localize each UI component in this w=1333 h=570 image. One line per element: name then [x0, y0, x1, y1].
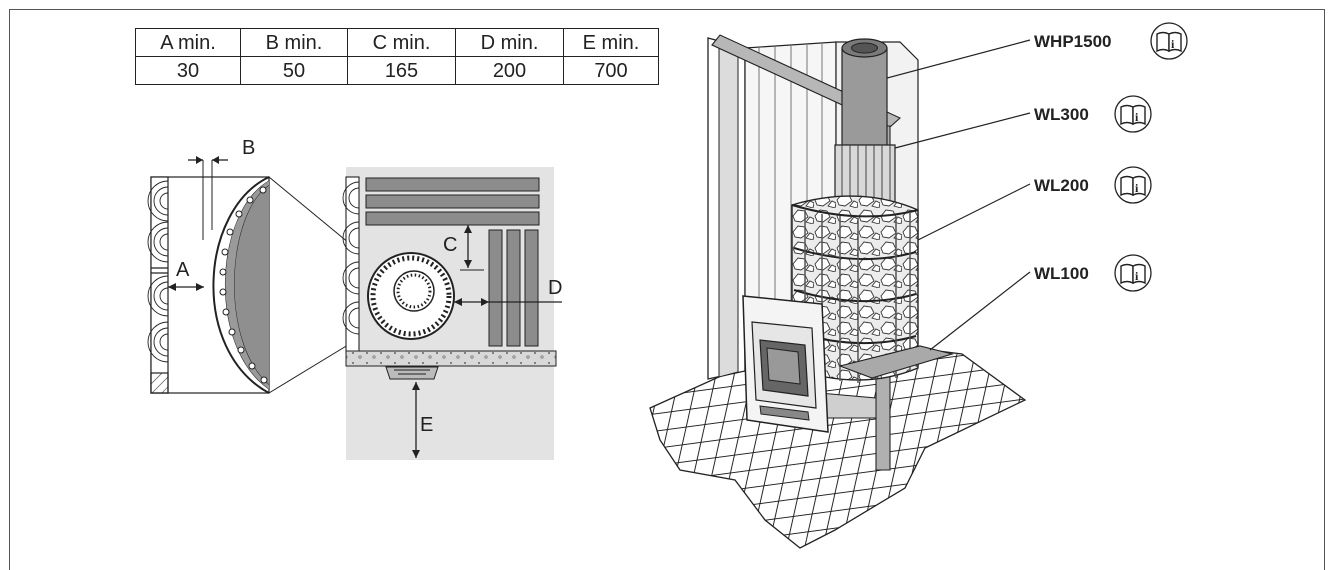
svg-text:i: i [1135, 181, 1139, 195]
figure-frame [9, 9, 1325, 570]
manual-info-icon: i [1150, 22, 1188, 60]
label-c: C [443, 234, 457, 256]
label-e: E [420, 414, 433, 436]
manual-info-icon: i [1114, 95, 1152, 133]
value-e: 700 [563, 56, 659, 85]
product-label-wl300: WL300 [1034, 105, 1089, 124]
manual-info-icon: i [1114, 254, 1152, 292]
label-d: D [548, 277, 562, 299]
wall-detail-view: A B [147, 137, 270, 394]
label-b: B [242, 137, 255, 159]
value-d: 200 [455, 56, 564, 85]
header-a-min: A min. [135, 28, 241, 57]
callout-wl300: WL300 i [1034, 95, 1152, 133]
table-header-row: A min. B min. C min. D min. E min. [135, 28, 659, 57]
heater-3d-view [649, 34, 1027, 549]
value-a: 30 [135, 56, 241, 85]
top-view-plan: C D E [342, 167, 562, 460]
header-d-min: D min. [455, 28, 564, 57]
header-b-min: B min. [240, 28, 348, 57]
clearance-table: A min. B min. C min. D min. E min. 30 50… [135, 28, 659, 85]
svg-text:i: i [1135, 269, 1139, 283]
label-a: A [176, 259, 190, 281]
callout-wl100: WL100 i [1034, 254, 1152, 292]
header-e-min: E min. [563, 28, 659, 57]
manual-info-icon: i [1114, 166, 1152, 204]
product-label-wl200: WL200 [1034, 176, 1089, 195]
callout-leaders [886, 39, 1031, 351]
svg-text:i: i [1135, 110, 1139, 124]
callout-whp1500: WHP1500 i [1034, 22, 1188, 60]
product-label-wl100: WL100 [1034, 264, 1089, 283]
callout-wl200: WL200 i [1034, 166, 1152, 204]
table-value-row: 30 50 165 200 700 [135, 56, 659, 85]
value-b: 50 [240, 56, 348, 85]
svg-text:i: i [1171, 37, 1175, 51]
value-c: 165 [347, 56, 456, 85]
product-label-whp1500: WHP1500 [1034, 32, 1111, 51]
